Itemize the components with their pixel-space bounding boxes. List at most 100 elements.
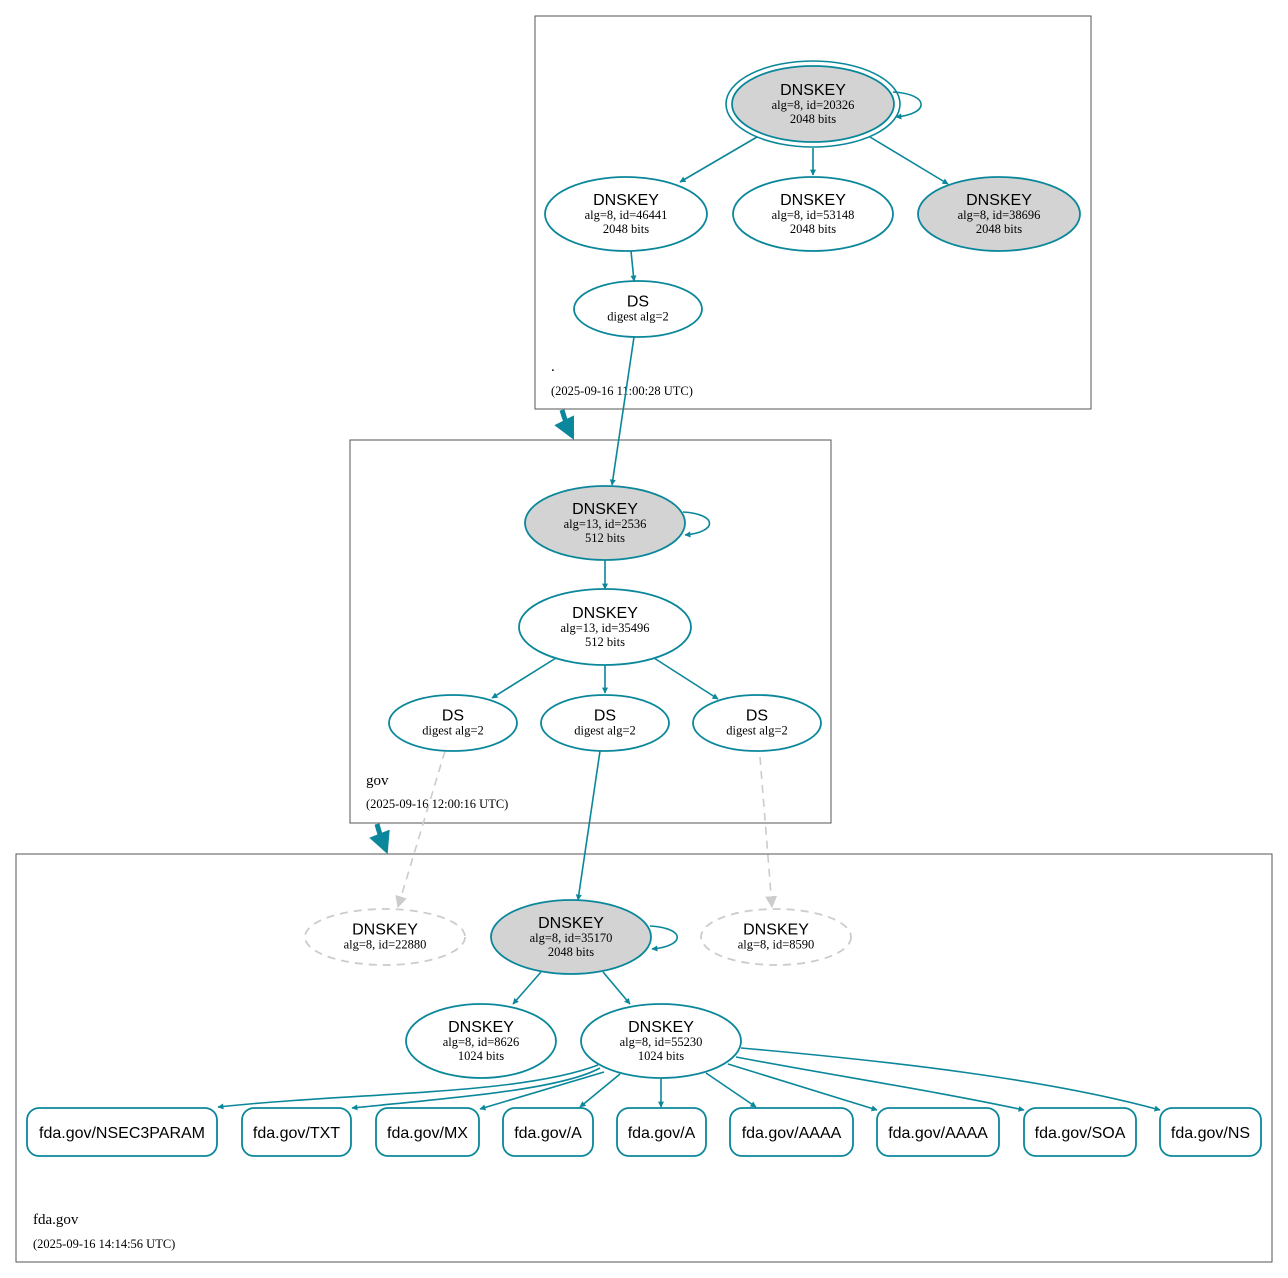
node-detail-label: alg=8, id=55230 [620,1035,703,1049]
rrset-box [241,1107,352,1157]
node-shape [731,65,895,143]
node-type-label: DNSKEY [743,922,809,939]
node-detail-label: 2048 bits [976,222,1022,236]
zone-root-border [534,15,1092,410]
node-detail-label: alg=8, id=53148 [772,208,855,222]
edge-gov-ds1-missing1 [395,750,446,909]
edge-fda-zsk2-a1 [579,1073,621,1108]
edge-fda-ksk-zsk1 [512,971,542,1005]
zone-fda-gov: fda.gov (2025-09-16 14:14:56 UTC) [15,853,1273,1263]
edge-fda-zsk2-ns [740,1047,1161,1112]
rrset-rr-soa: fda.gov/SOA [1023,1107,1137,1157]
rrset-label: fda.gov/NSEC3PARAM [39,1125,205,1142]
node-type-label: DS [627,294,649,311]
rrset-label: fda.gov/A [628,1125,696,1142]
node-shape [524,485,686,561]
node-detail-label: 1024 bits [638,1049,684,1063]
edge-fda-zsk2-soa [735,1056,1025,1112]
rrset-label: fda.gov/A [514,1125,582,1142]
node-detail-label: digest alg=2 [607,310,669,324]
edge-gov-zsk-ds3 [653,657,719,700]
rrset-label: fda.gov/SOA [1035,1125,1126,1142]
node-shape [540,694,670,752]
zone-root: . (2025-09-16 11:00:28 UTC) [534,15,1092,410]
edge-fda-zsk2-aaaa2 [727,1063,878,1112]
node-type-label: DNSKEY [352,922,418,939]
node-shape [518,588,692,666]
node-detail-label: alg=8, id=20326 [772,98,855,112]
rrset-label: fda.gov/AAAA [742,1125,842,1142]
rrsets: fda.gov/NSEC3PARAM fda.gov/TXT fda.gov/MX f… [26,1107,1262,1157]
edge-root-ds-gov-ksk [609,336,635,486]
node-type-label: DNSKEY [966,192,1032,209]
node-detail-label: alg=8, id=35170 [530,931,613,945]
node-detail-label: 512 bits [585,635,625,649]
rrset-label: fda.gov/MX [387,1125,468,1142]
rrset-box [1023,1107,1137,1157]
zone-root-name: . [551,359,555,375]
edge-fda-ksk-zsk2 [602,971,631,1005]
edge-fda-zsk2-nsec3param [217,1064,599,1110]
node-type-label: DNSKEY [448,1019,514,1036]
node-type-label: DNSKEY [593,192,659,209]
zone-gov-time: (2025-09-16 12:00:16 UTC) [366,797,508,811]
zone-root-time: (2025-09-16 11:00:28 UTC) [551,384,693,398]
node-shape [405,1003,557,1079]
node-detail-label: 2048 bits [790,112,836,126]
node-detail-label: alg=13, id=35496 [560,621,649,635]
node-type-label: DS [746,708,768,725]
node-type-label: DNSKEY [538,915,604,932]
rrset-box [1159,1107,1262,1157]
node-type-label: DS [442,708,464,725]
node-detail-label: alg=8, id=8626 [443,1035,520,1049]
node-detail-label: alg=8, id=38696 [958,208,1041,222]
node-type-label: DNSKEY [572,501,638,518]
node-shape [580,1003,742,1079]
rrset-label: fda.gov/TXT [253,1125,340,1142]
rrset-box [616,1107,707,1157]
edge-root-ksk-zsk1 [679,136,758,183]
edge-gov-ds2-fda-ksk [575,750,601,901]
node-detail-label: 2048 bits [790,222,836,236]
zone-gov-name: gov [366,773,389,789]
edge-fda-zsk2-mx [479,1071,605,1111]
node-type-label: DNSKEY [780,82,846,99]
edge-self-gov-ksk [682,511,711,538]
edge-self-fda-ksk [649,925,679,952]
edge-gov-ds3-missing2 [759,756,778,909]
node-shape [732,176,894,252]
rrset-label: fda.gov/NS [1171,1125,1250,1142]
rrset-rr-nsec3param: fda.gov/NSEC3PARAM [26,1107,218,1157]
node-detail-label: alg=8, id=22880 [344,938,427,952]
node-type-label: DNSKEY [628,1019,694,1036]
edge-fda-zsk2-aaaa1 [705,1072,757,1108]
edge-gov-zsk-ds1 [491,657,557,699]
node-detail-label: digest alg=2 [574,724,636,738]
rrset-rr-a1: fda.gov/A [502,1107,594,1157]
invalid-edges [395,750,778,909]
node-detail-label: digest alg=2 [422,724,484,738]
edges [217,91,1161,1112]
node-shape [700,908,852,966]
zone-gov-border [349,439,832,824]
node-shape [692,694,822,752]
zone-fda-gov-border [15,853,1273,1263]
rrset-box [26,1107,218,1157]
rrset-rr-a2: fda.gov/A [616,1107,707,1157]
node-type-label: DNSKEY [572,605,638,622]
node-shape [490,899,652,975]
zone-fda-gov-time: (2025-09-16 14:14:56 UTC) [33,1237,175,1251]
